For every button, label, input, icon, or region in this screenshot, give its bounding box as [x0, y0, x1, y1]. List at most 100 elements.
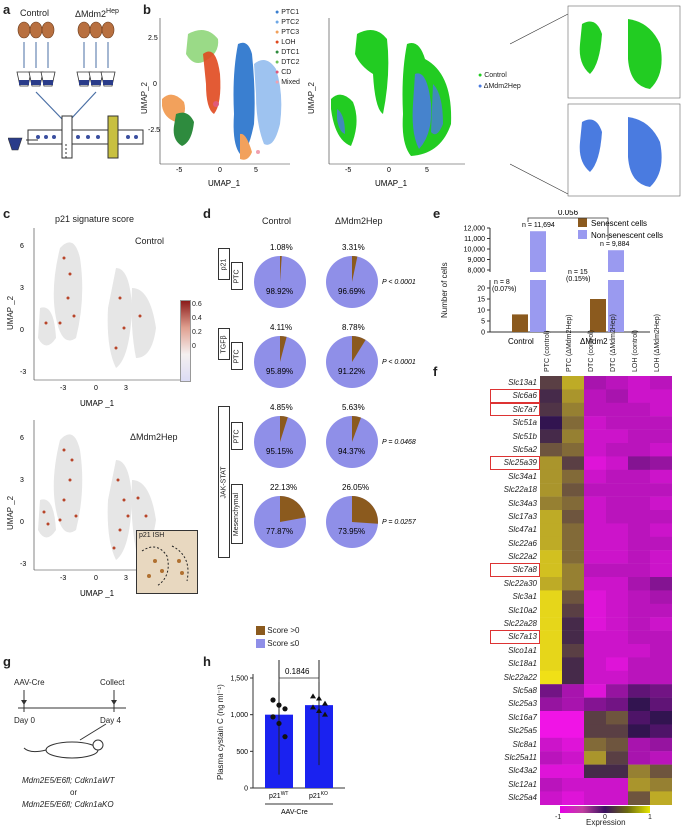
f-heat-cell [562, 670, 584, 685]
f-heat-cell [562, 778, 584, 792]
f-heat-cell [540, 536, 562, 551]
panel-label-h: h [203, 654, 211, 669]
c-ish-inset: p21 ISH [136, 530, 198, 594]
f-heat-cell [562, 711, 584, 725]
f-gene-label: Slc7a13 [490, 630, 540, 644]
f-heat-cell [562, 483, 584, 497]
d-pie-row: 4.11%95.89%8.78%91.22%P < 0.0001 [254, 323, 416, 388]
f-heat-cell [562, 617, 584, 631]
f-heat-cell [650, 416, 672, 430]
f-heat-cell [584, 603, 606, 618]
g-day4: Day 4 [100, 716, 121, 725]
e-xtick-control: Control [508, 337, 534, 346]
f-heat-cell [628, 603, 650, 618]
d-pvalue: P = 0.0468 [382, 439, 416, 446]
svg-text:Non-senescent cells: Non-senescent cells [591, 231, 663, 240]
f-heat-cell [606, 402, 628, 417]
f-heat-cell [606, 764, 628, 779]
f-heat-cell [562, 764, 584, 779]
f-heat-cell [584, 429, 606, 444]
f-heat-cell [628, 389, 650, 403]
e-ytick: 9,000 [467, 257, 485, 264]
f-heat-cell [606, 389, 628, 403]
f-heat-cell [628, 670, 650, 685]
f-heat-cell [584, 536, 606, 551]
f-gene-label: Slc7a7 [490, 402, 540, 417]
f-heat-cell [562, 630, 584, 645]
f-gene-label: Slc22a18 [503, 485, 537, 495]
d-pie-row: 22.13%77.87%26.05%73.95%P = 0.0257 [254, 483, 417, 548]
f-heat-cell [650, 724, 672, 738]
c-xtick-0: -3 [60, 385, 66, 392]
f-heat-cell [562, 577, 584, 591]
g-day0: Day 0 [14, 716, 35, 725]
f-heat-cell [606, 483, 628, 497]
f-heat-cell [650, 376, 672, 390]
f-heat-cell [562, 684, 584, 698]
panel-label-d: d [203, 206, 211, 221]
f-heat-cell [562, 389, 584, 403]
f-heat-cell [650, 523, 672, 537]
f-heat-cell [584, 737, 606, 752]
c-label-mdm2: ΔMdm2Hep [130, 432, 178, 442]
f-heat-cell [606, 456, 628, 470]
d-sub-label: PTC [231, 422, 243, 450]
b-ytick-1: 0 [153, 81, 157, 88]
b-ylabel: UMAP_2 [140, 81, 149, 114]
c2-xtick-0: -3 [60, 575, 66, 582]
panel-label-e: e [433, 206, 441, 221]
b-legend2-item: ● ΔMdm2Hep [478, 83, 521, 90]
f-gene-label: Slc5a2 [512, 444, 537, 454]
c2-ytick-1: 3 [20, 477, 24, 484]
d-pie-small-label: 26.05% [342, 483, 369, 492]
f-heatmap [540, 376, 672, 805]
f-gene-label: Slc25a11 [504, 752, 537, 762]
h-point [276, 702, 282, 708]
f-heat-cell [540, 376, 562, 390]
f-heat-cell [540, 778, 562, 792]
e-bar-senescent [512, 314, 528, 332]
f-heat-cell [628, 577, 650, 591]
f-heat-cell [562, 510, 584, 524]
e-xtick-mdm2: ΔMdm2 [580, 337, 608, 346]
c2-ylabel: UMAP _2 [6, 495, 15, 530]
f-heat-cell [562, 603, 584, 618]
h-point [282, 734, 288, 740]
c-label-control: Control [135, 236, 165, 246]
d-sub-label: PTC [231, 342, 243, 370]
f-column-header: DTC (control) [588, 329, 595, 372]
g-collect: Collect [100, 678, 125, 687]
f-heat-cell [540, 496, 562, 511]
d-pie-row: 1.08%98.92%3.31%96.69%P < 0.0001 [254, 243, 416, 308]
d-group-label: JAK-STAT [218, 406, 230, 558]
f-heat-cell [628, 376, 650, 390]
f-heat-cell [540, 711, 562, 725]
f-heat-cell [562, 402, 584, 417]
f-heat-cell [540, 443, 562, 457]
f-cbar-label: Expression [586, 818, 626, 827]
e-legend-item: Senescent cells [578, 218, 647, 228]
f-gene-label: Slc51b [512, 431, 537, 441]
f-heat-cell [650, 644, 672, 658]
b-umap-conditions: -5 0 5 UMAP_1 [328, 18, 465, 188]
a-schematic [8, 21, 144, 160]
h-point [282, 706, 288, 712]
e-ytick: 10,000 [464, 247, 486, 254]
f-heat-cell [606, 684, 628, 698]
c-xlabel: UMAP _1 [80, 399, 115, 408]
e-ytick: 11,000 [464, 236, 485, 243]
f-heat-cell [650, 577, 672, 591]
b-ytick-2: -2.5 [148, 127, 160, 134]
e-ytick: 0 [481, 330, 485, 337]
f-heat-cell [584, 376, 606, 390]
f-heat-cell [540, 657, 562, 671]
h-ytick: 1,000 [230, 712, 248, 719]
c2-xtick-2: 3 [124, 575, 128, 582]
d-pie-small-label: 3.31% [342, 243, 365, 252]
e-annotation: n = 15 [568, 269, 588, 276]
f-heat-cell [584, 724, 606, 738]
f-cbar-tick-2: 1 [648, 814, 652, 821]
c-ytick-2: 0 [20, 327, 24, 334]
